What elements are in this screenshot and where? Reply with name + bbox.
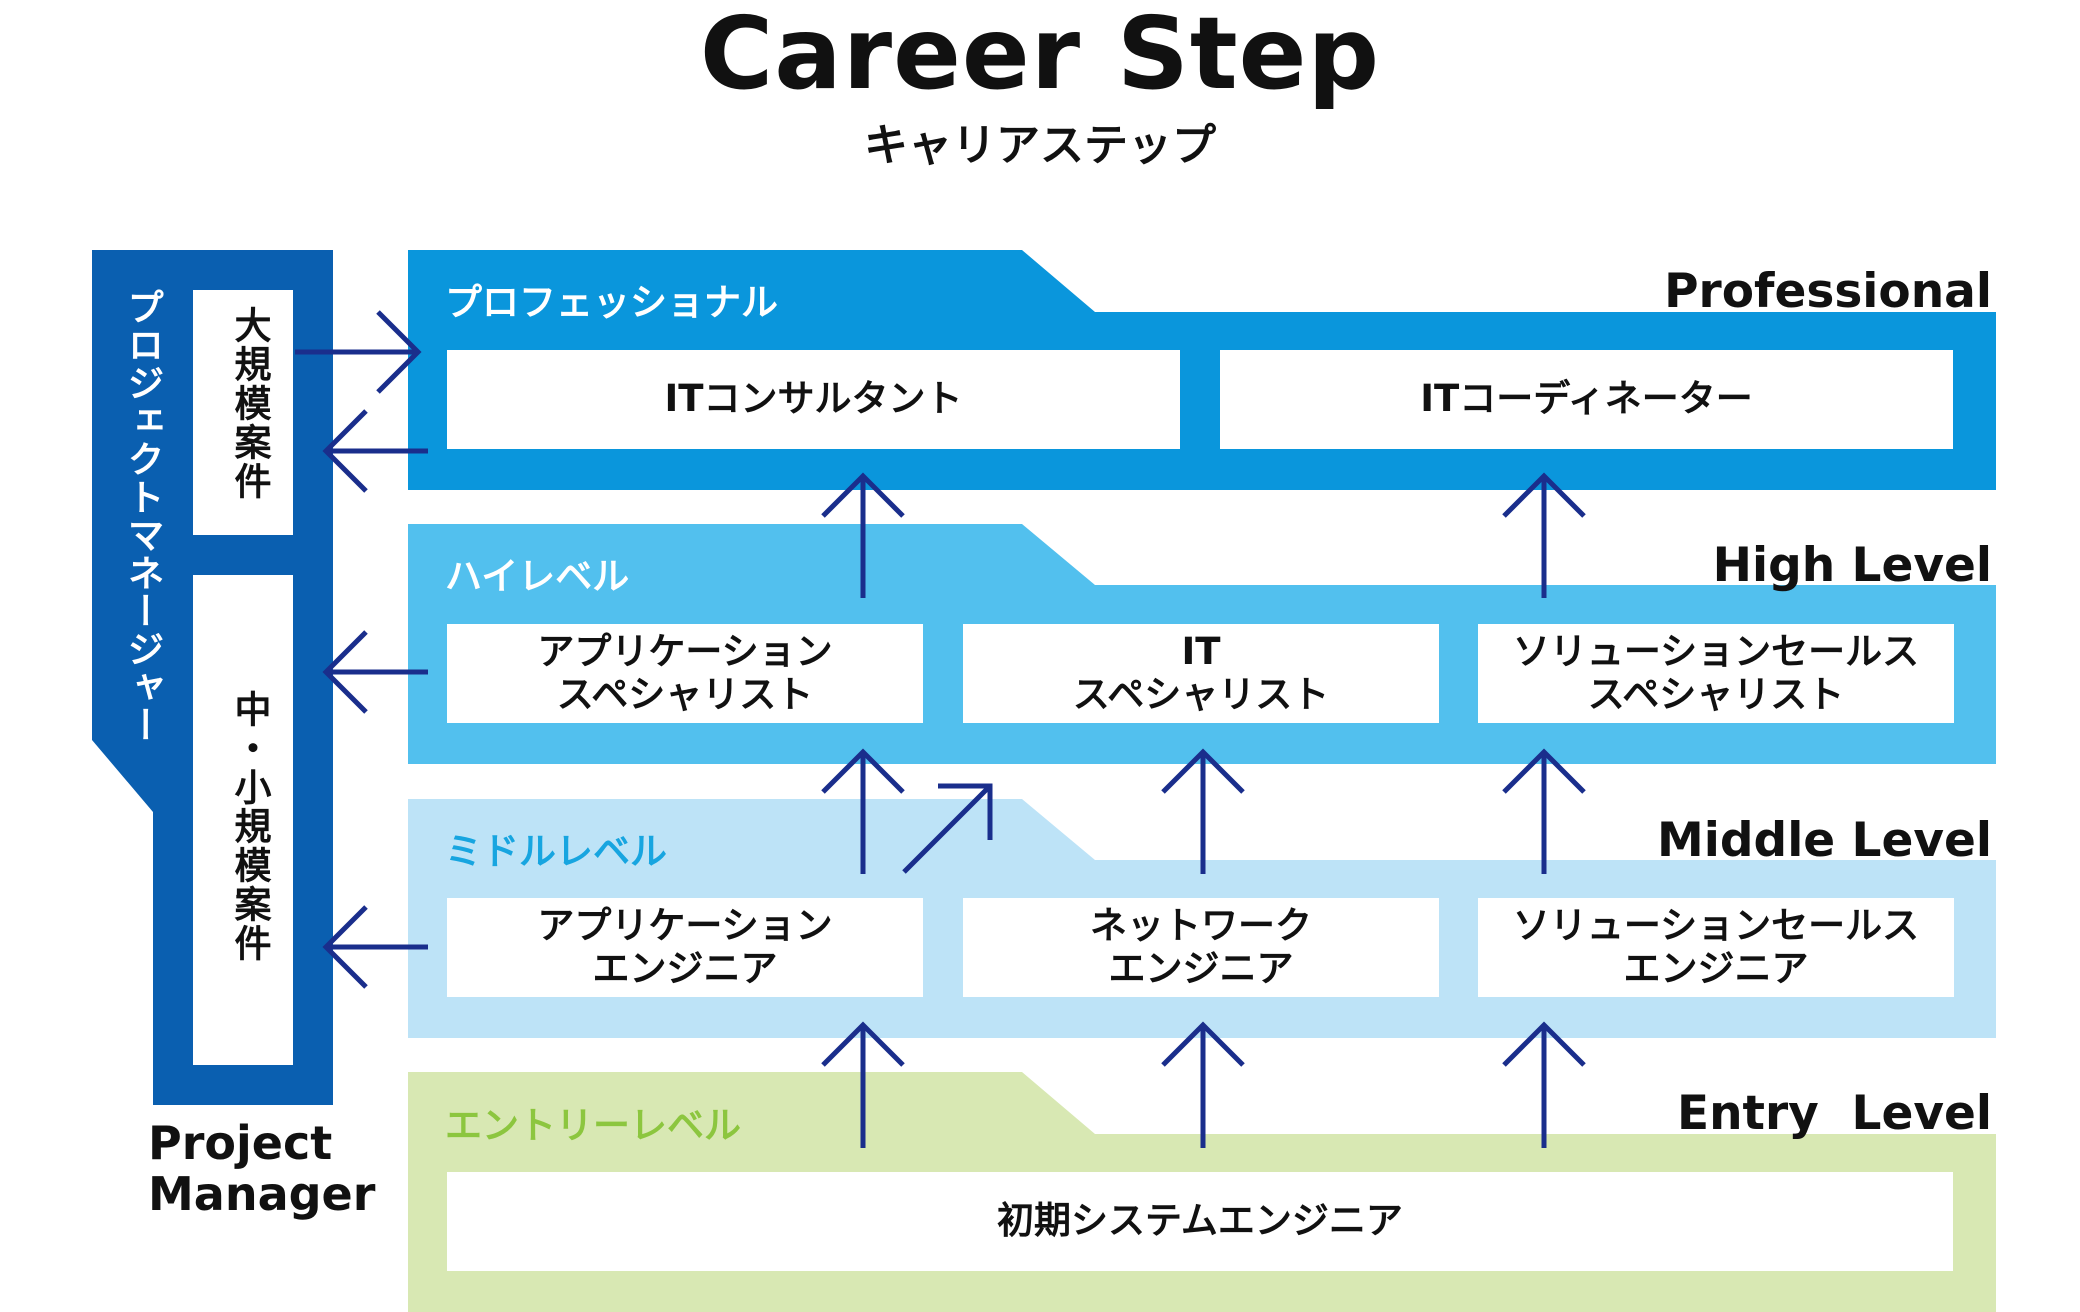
role-network-engineer: ネットワーク エンジニア [963, 898, 1439, 997]
arrow-app-engineer-to-app-specialist [821, 748, 905, 874]
page-title: Career Step [699, 0, 1381, 112]
role-line: スペシャリスト [1587, 672, 1845, 716]
pm-large-scale-label: 大規模案件 [228, 306, 271, 501]
role-line: エンジニア [592, 946, 778, 990]
role-it-coordinator: ITコーディネーター [1220, 350, 1953, 449]
high-level-label-en: High Level [1712, 538, 1992, 593]
pm-label-en-line2: Manager [148, 1166, 376, 1221]
role-line: ネットワーク [1090, 903, 1312, 947]
role-line: エンジニア [1623, 946, 1809, 990]
pm-label-en-line1: Project [148, 1116, 333, 1170]
role-it-consultant: ITコンサルタント [447, 350, 1180, 449]
pm-label-en: Project Manager [148, 1118, 375, 1219]
arrow-entry-to-app-engineer [821, 1021, 905, 1148]
arrow-app-engineer-to-it-specialist [902, 783, 993, 874]
role-line: ITコーディネーター [1420, 377, 1753, 421]
pm-label-jp: プロジェクトマネージャー [121, 288, 164, 744]
role-line: ITコンサルタント [664, 377, 963, 421]
role-line: ソリューションセールス [1512, 903, 1920, 947]
middle-level-label-jp: ミドルレベル [445, 830, 667, 873]
arrow-entry-to-sales-engineer [1502, 1021, 1586, 1148]
arrow-middle-level-to-pm [322, 905, 428, 989]
entry-level-label-jp: エントリーレベル [445, 1104, 741, 1147]
arrow-app-specialist-to-consultant [821, 472, 905, 598]
page-subtitle: キャリアステップ [864, 120, 1216, 171]
professional-label-en: Professional [1664, 264, 1992, 319]
role-solution-sales-specialist: ソリューションセールス スペシャリスト [1478, 624, 1954, 723]
role-line: ソリューションセールス [1512, 629, 1920, 673]
role-line: アプリケーション [537, 629, 833, 673]
arrow-professional-to-pm [322, 409, 428, 493]
role-line: スペシャリスト [1072, 672, 1330, 716]
entry-level-label-en: Entry Level [1676, 1086, 1992, 1141]
arrow-sales-engineer-to-sales-specialist [1502, 748, 1586, 874]
pm-mid-small-scale-panel [193, 575, 293, 1065]
high-level-label-jp: ハイレベル [445, 555, 630, 598]
role-solution-sales-engineer: ソリューションセールス エンジニア [1478, 898, 1954, 997]
arrow-high-level-to-pm [322, 630, 428, 714]
role-line: エンジニア [1108, 946, 1294, 990]
professional-label-jp: プロフェッショナル [445, 281, 778, 324]
role-line: IT [1181, 629, 1221, 673]
role-line: スペシャリスト [556, 672, 814, 716]
role-application-engineer: アプリケーション エンジニア [447, 898, 923, 997]
role-application-specialist: アプリケーション スペシャリスト [447, 624, 923, 723]
role-junior-system-engineer: 初期システムエンジニア [447, 1172, 1953, 1271]
arrow-entry-to-network-engineer [1161, 1021, 1245, 1148]
pm-mid-small-scale-label: 中・小規模案件 [228, 690, 271, 963]
arrow-network-engineer-to-it-specialist [1161, 748, 1245, 874]
arrow-pm-to-professional [295, 310, 422, 394]
role-line: 初期システムエンジニア [997, 1199, 1403, 1243]
arrow-sales-specialist-to-coordinator [1502, 472, 1586, 598]
middle-level-label-en: Middle Level [1657, 813, 1992, 868]
role-it-specialist: IT スペシャリスト [963, 624, 1439, 723]
role-line: アプリケーション [537, 903, 833, 947]
pm-large-scale-panel [193, 290, 293, 535]
